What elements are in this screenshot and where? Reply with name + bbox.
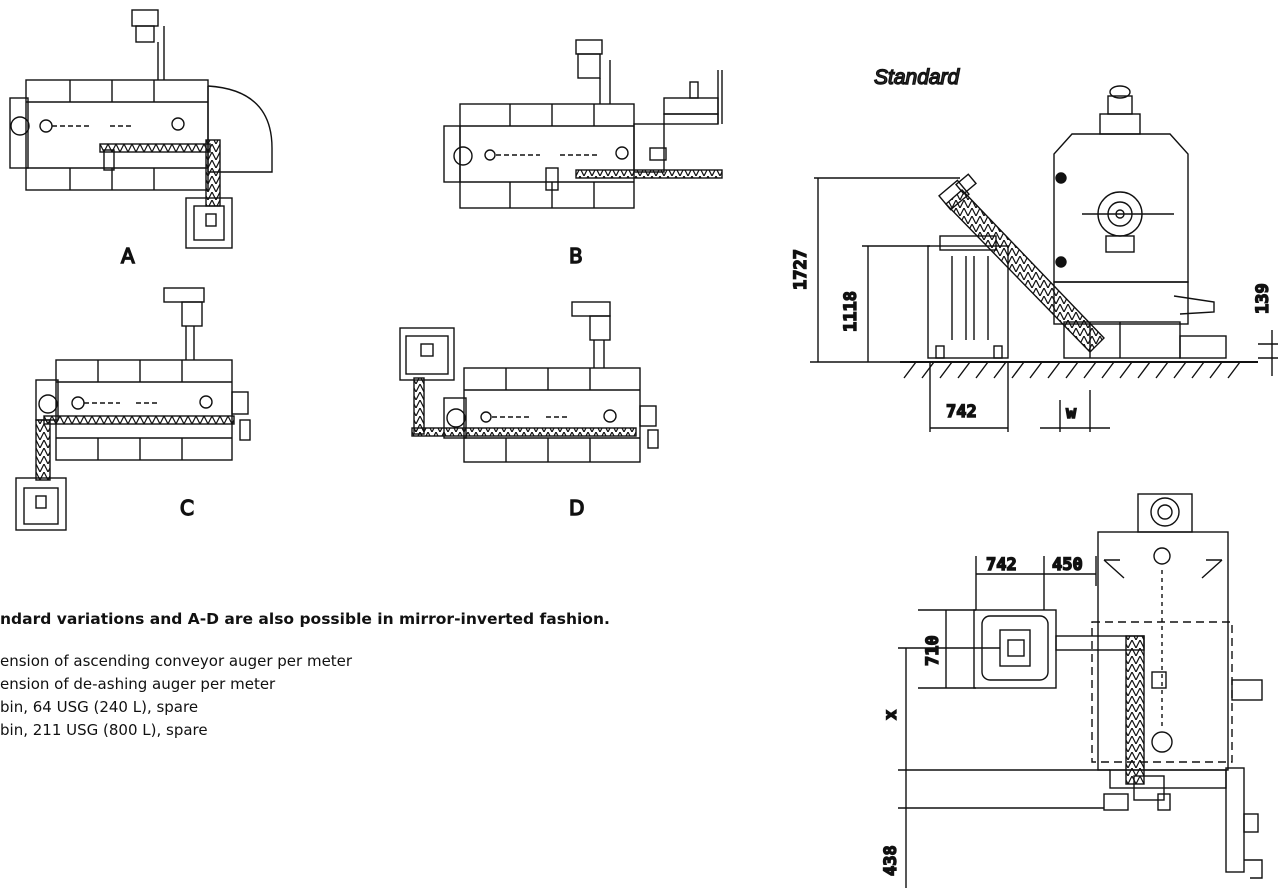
- dim-side-bin-width: 742: [946, 402, 977, 422]
- variant-b-drawing: [443, 39, 723, 209]
- dim-top-gap: 450: [1052, 555, 1083, 575]
- variant-d-label: D: [569, 496, 584, 520]
- dim-side-height-total: 1727: [791, 249, 811, 290]
- standard-top-view-drawing: [898, 493, 1263, 888]
- variant-a-drawing: [9, 9, 273, 249]
- dim-top-bin-depth: 710: [923, 635, 943, 666]
- variant-c-label: C: [180, 496, 194, 520]
- note-item: ension of de-ashing auger per meter: [0, 675, 276, 693]
- variant-d-drawing: [399, 301, 659, 463]
- standard-side-view-drawing: [810, 85, 1278, 432]
- dim-side-offset: 139: [1253, 283, 1273, 314]
- standard-title: Standard: [874, 66, 961, 89]
- variant-b-label: B: [569, 244, 583, 268]
- dim-top-bottom: 438: [881, 845, 901, 876]
- dim-side-w: w: [1066, 403, 1077, 423]
- note-item: bin, 64 USG (240 L), spare: [0, 698, 199, 716]
- variant-c-drawing: [15, 287, 251, 531]
- dim-top-bin-width: 742: [986, 555, 1017, 575]
- note-item: bin, 211 USG (800 L), spare: [0, 721, 208, 739]
- notes-heading: ndard variations and A-D are also possib…: [0, 610, 610, 628]
- variant-a-label: A: [121, 244, 135, 268]
- note-item: ension of ascending conveyor auger per m…: [0, 652, 353, 670]
- dim-top-x: x: [881, 710, 901, 720]
- dim-side-height-bin: 1118: [841, 291, 861, 332]
